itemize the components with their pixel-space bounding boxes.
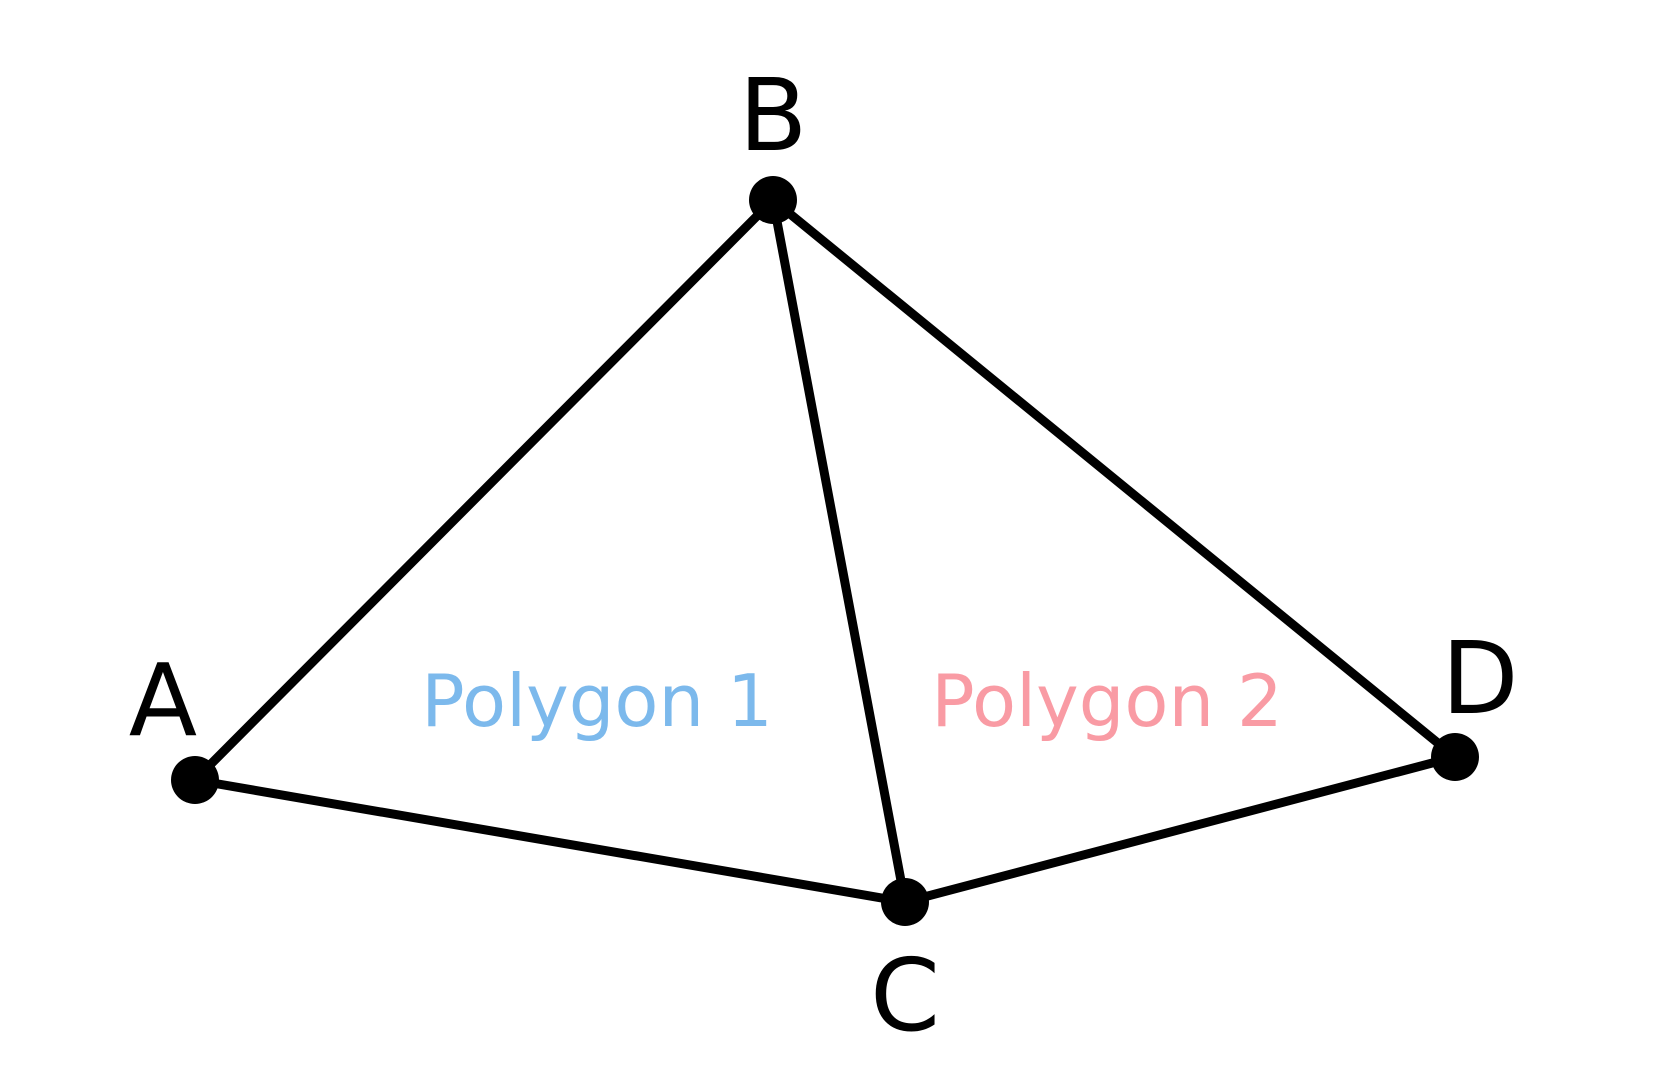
vertex-c <box>881 878 929 926</box>
vertices-group <box>171 176 1479 926</box>
vertex-d <box>1431 733 1479 781</box>
vertex-labels-group: A B C D <box>129 57 1519 1054</box>
edge-bc <box>768 195 910 907</box>
edge-bd <box>768 195 1460 762</box>
vertex-a <box>171 756 219 804</box>
polygon-1-label: Polygon 1 <box>421 659 773 743</box>
edge-ab <box>190 195 778 785</box>
vertex-label-d: D <box>1441 620 1518 737</box>
vertex-label-a: A <box>129 642 197 759</box>
vertex-label-c: C <box>870 937 940 1054</box>
vertex-label-b: B <box>739 57 808 174</box>
edges-group <box>190 195 1460 907</box>
polygon-labels-group: Polygon 1 Polygon 2 <box>421 659 1283 743</box>
polygon-2-label: Polygon 2 <box>931 659 1283 743</box>
edge-ac <box>190 775 910 907</box>
vertex-b <box>749 176 797 224</box>
edge-cd <box>900 752 1460 907</box>
